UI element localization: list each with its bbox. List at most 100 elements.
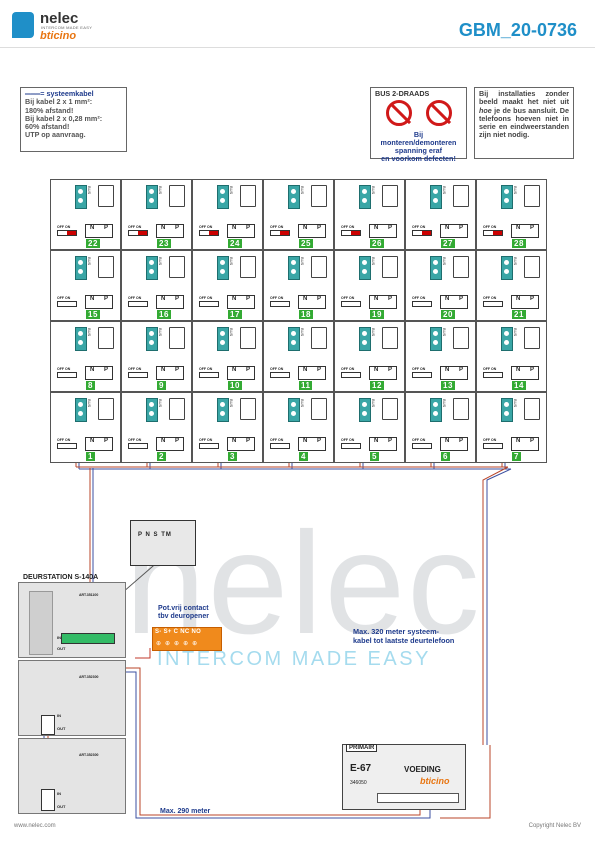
n-label: N [232, 225, 237, 231]
bus-terminal-icon [430, 327, 442, 351]
bus-label: BUS [158, 186, 163, 195]
off-on-label: OFF ON [270, 367, 284, 371]
terminal-zoom-labels: P N S TM [138, 532, 172, 538]
dip-switch-icon [483, 301, 503, 307]
bus-wire [135, 648, 151, 659]
phone-number: 25 [299, 239, 313, 248]
phone-number: 3 [228, 452, 237, 461]
psu-title: VOEDING [404, 765, 441, 774]
bus-terminal-icon [501, 398, 513, 422]
bus-warning-title: BUS 2-DRAADS [375, 89, 430, 98]
off-on-label: OFF ON [128, 296, 142, 300]
phone-number: 2 [157, 452, 166, 461]
phone-number: 26 [370, 239, 384, 248]
bus-label: BUS [371, 257, 376, 266]
off-on-label: OFF ON [270, 438, 284, 442]
max-320-line: Max. 320 meter systeem- [353, 627, 439, 636]
bus-label: BUS [300, 328, 305, 337]
dip-switch-icon [270, 230, 290, 236]
cable-note-line: 180% afstand! [25, 105, 74, 115]
phone-number: 6 [441, 452, 450, 461]
dip-switch-icon [57, 230, 77, 236]
phone-icon [382, 327, 398, 349]
n-label: N [445, 367, 450, 373]
bus-wire [440, 745, 491, 819]
p-label: P [104, 225, 109, 231]
bus-terminal-icon [288, 327, 300, 351]
bus-terminal-icon [288, 398, 300, 422]
n-label: N [161, 225, 166, 231]
dip-switch-icon [270, 443, 290, 449]
phone-number: 10 [228, 381, 242, 390]
p-label: P [317, 296, 322, 302]
bus-terminal-icon [430, 185, 442, 209]
phone-icon [453, 256, 469, 278]
bus-label: BUS [300, 186, 305, 195]
n-label: N [374, 367, 379, 373]
p-label: P [317, 225, 322, 231]
dip-switch-icon [483, 230, 503, 236]
off-on-label: OFF ON [270, 225, 284, 229]
p-label: P [459, 225, 464, 231]
door-unit [29, 591, 53, 655]
p-label: P [388, 225, 393, 231]
phone-number: 24 [228, 239, 242, 248]
door-connector [61, 633, 115, 644]
p-label: P [459, 438, 464, 444]
install-note-emphasis: hoe [479, 105, 492, 115]
off-on-label: OFF ON [412, 367, 426, 371]
bus-label: BUS [513, 399, 518, 408]
document-id: GBM_20-0736 [458, 20, 577, 40]
brand-name: nelec [40, 10, 79, 27]
off-on-label: OFF ON [412, 225, 426, 229]
bus-terminal-icon [430, 398, 442, 422]
phone-icon [98, 327, 114, 349]
bus-label: BUS [513, 257, 518, 266]
article-number: ART.352300 [79, 753, 99, 757]
relay-screw-icons: ⊕⊕⊕⊕⊕ [156, 641, 202, 647]
dip-switch-icon [270, 372, 290, 378]
phone-number: 4 [299, 452, 308, 461]
bus-terminal-icon [288, 185, 300, 209]
dip-switch-icon [57, 372, 77, 378]
n-label: N [90, 367, 95, 373]
bus-label: BUS [87, 328, 92, 337]
p-label: P [459, 367, 464, 373]
phone-icon [98, 398, 114, 420]
dip-switch-icon [128, 372, 148, 378]
n-label: N [374, 438, 379, 444]
phone-number: 28 [512, 239, 526, 248]
dip-switch-icon [128, 230, 148, 236]
phone-icon [169, 185, 185, 207]
bus-warning-box: BUS 2-DRAADS Bij monteren/demonteren spa… [370, 87, 467, 163]
door-panel-main: ART.351100 IN OUT [18, 582, 126, 658]
p-label: P [246, 367, 251, 373]
bus-label: BUS [513, 328, 518, 337]
phone-number: 27 [441, 239, 455, 248]
cable-note-line: Bij kabel 2 x 1 mm²: [25, 97, 93, 107]
off-on-label: OFF ON [199, 225, 213, 229]
bus-warning-line: Bij monteren/demonteren [380, 129, 457, 147]
bus-label: BUS [229, 328, 234, 337]
bus-terminal-icon [359, 327, 371, 351]
n-label: N [90, 438, 95, 444]
dip-switch-icon [199, 301, 219, 307]
